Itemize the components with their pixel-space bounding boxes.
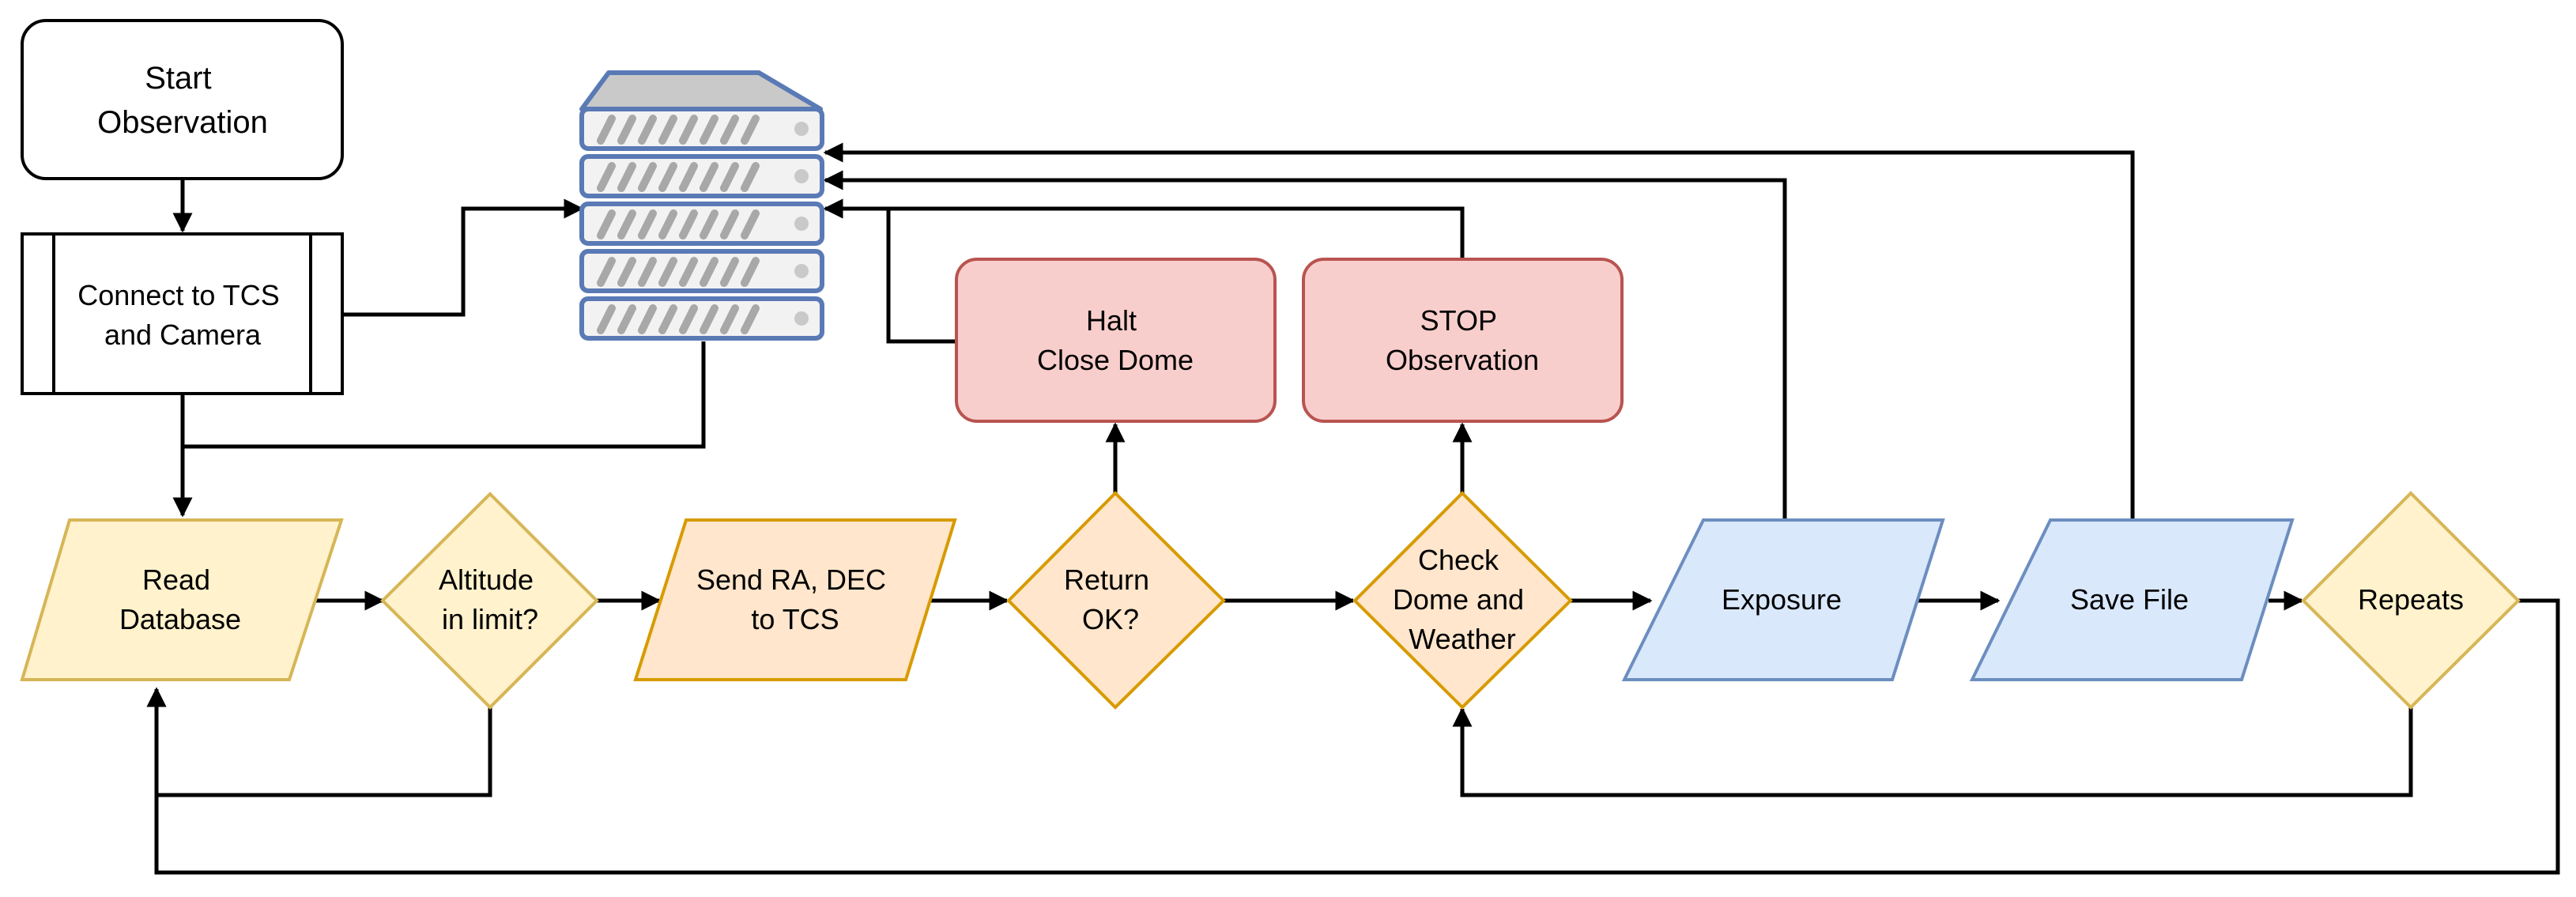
- halt-box: [955, 258, 1277, 423]
- edge-connect-to-server: [342, 198, 584, 317]
- node-exposure[interactable]: Exposure: [1621, 518, 1945, 681]
- node-altitude-in-limit[interactable]: Altitude in limit?: [380, 492, 599, 710]
- svg-text:Send RA, DEC to TCS: Send RA, DEC to TCS: [696, 563, 894, 635]
- connect-line-2: and Camera: [104, 318, 262, 351]
- svg-text:Exposure: Exposure: [1722, 583, 1842, 616]
- return-ok-line-2: OK?: [1082, 603, 1139, 635]
- stop-line-2: Observation: [1386, 344, 1539, 376]
- send-radec-line-1: Send RA, DEC: [696, 563, 886, 596]
- repeats-label: Repeats: [2358, 583, 2464, 616]
- svg-text:Repeats: Repeats: [2358, 583, 2464, 616]
- send-radec-shape: [633, 518, 957, 681]
- exposure-shape: [1621, 518, 1945, 681]
- check-dome-line-2: Dome and: [1393, 583, 1524, 616]
- check-dome-line-3: Weather: [1409, 623, 1515, 655]
- save-file-label: Save File: [2070, 583, 2189, 616]
- altitude-line-1: Altitude: [439, 563, 534, 596]
- exposure-label: Exposure: [1722, 583, 1842, 616]
- edge-server-to-read-db-join: [183, 341, 706, 449]
- svg-text:Check Dome and Wea: Check Dome and Weather: [1393, 544, 1532, 655]
- altitude-diamond: [380, 492, 599, 710]
- read-db-shape: [20, 518, 344, 681]
- altitude-line-2: in limit?: [442, 603, 538, 635]
- node-save-file[interactable]: Save File: [1969, 518, 2295, 681]
- edge-stop-to-server: [823, 198, 1465, 259]
- return-ok-line-1: Return: [1064, 563, 1149, 596]
- svg-text:Altitude in limit?: Altitude in limit?: [439, 563, 541, 635]
- server-unit: [579, 296, 824, 341]
- server-unit: [579, 154, 824, 198]
- connect-line-1: Connect to TCS: [77, 279, 279, 311]
- edge-repeats-to-read-db: [146, 598, 2560, 875]
- send-radec-line-2: to TCS: [751, 603, 839, 635]
- edge-altitude-back-to-read-db: [146, 687, 492, 797]
- server-unit: [579, 202, 824, 246]
- node-send-ra-dec[interactable]: Send RA, DEC to TCS: [633, 518, 957, 681]
- stop-line-1: STOP: [1420, 304, 1497, 337]
- stop-box: [1302, 258, 1624, 423]
- node-return-ok[interactable]: Return OK?: [1006, 491, 1226, 710]
- repeats-diamond: [2301, 491, 2521, 710]
- svg-text:STOP Observation: STOP Observation: [1386, 304, 1539, 376]
- node-stop-observation[interactable]: STOP Observation: [1302, 258, 1624, 423]
- node-start-observation[interactable]: Start Observation: [21, 19, 344, 180]
- server-unit: [579, 249, 824, 293]
- check-dome-diamond: [1352, 491, 1573, 710]
- svg-text:Connect to TCS and Camer: Connect to TCS and Camera: [77, 279, 287, 351]
- edge-save-to-server: [823, 142, 2135, 520]
- node-connect-to-tcs[interactable]: Connect to TCS and Camera: [21, 232, 344, 395]
- server-unit: [579, 107, 824, 151]
- read-db-line-1: Read: [142, 563, 210, 596]
- edge-halt-to-server: [823, 198, 956, 344]
- return-ok-diamond: [1006, 491, 1226, 710]
- server-stack-icon: [579, 70, 824, 341]
- svg-text:Save File: Save File: [2070, 583, 2189, 616]
- svg-text:Start Observation: Start Observation: [97, 61, 268, 140]
- start-line-1: Start: [145, 61, 211, 96]
- halt-line-1: Halt: [1086, 304, 1137, 337]
- start-line-2: Observation: [97, 105, 268, 140]
- node-read-database[interactable]: Read Database: [20, 518, 344, 681]
- svg-text:Read Database: Read Database: [119, 563, 241, 635]
- node-repeats[interactable]: Repeats: [2301, 491, 2521, 710]
- edge-repeats-to-check: [1452, 707, 2413, 797]
- node-halt-close-dome[interactable]: Halt Close Dome: [955, 258, 1277, 423]
- edges: [146, 142, 2560, 875]
- check-dome-line-1: Check: [1418, 544, 1499, 576]
- read-db-line-2: Database: [119, 603, 241, 635]
- svg-text:Return OK?: Return OK?: [1064, 563, 1157, 635]
- halt-line-2: Close Dome: [1037, 344, 1194, 376]
- edge-exposure-to-server: [823, 170, 1787, 520]
- node-check-dome-weather[interactable]: Check Dome and Weather: [1352, 491, 1573, 710]
- save-file-shape: [1969, 518, 2295, 681]
- svg-text:Halt Close Dome: Halt Close Dome: [1037, 304, 1194, 376]
